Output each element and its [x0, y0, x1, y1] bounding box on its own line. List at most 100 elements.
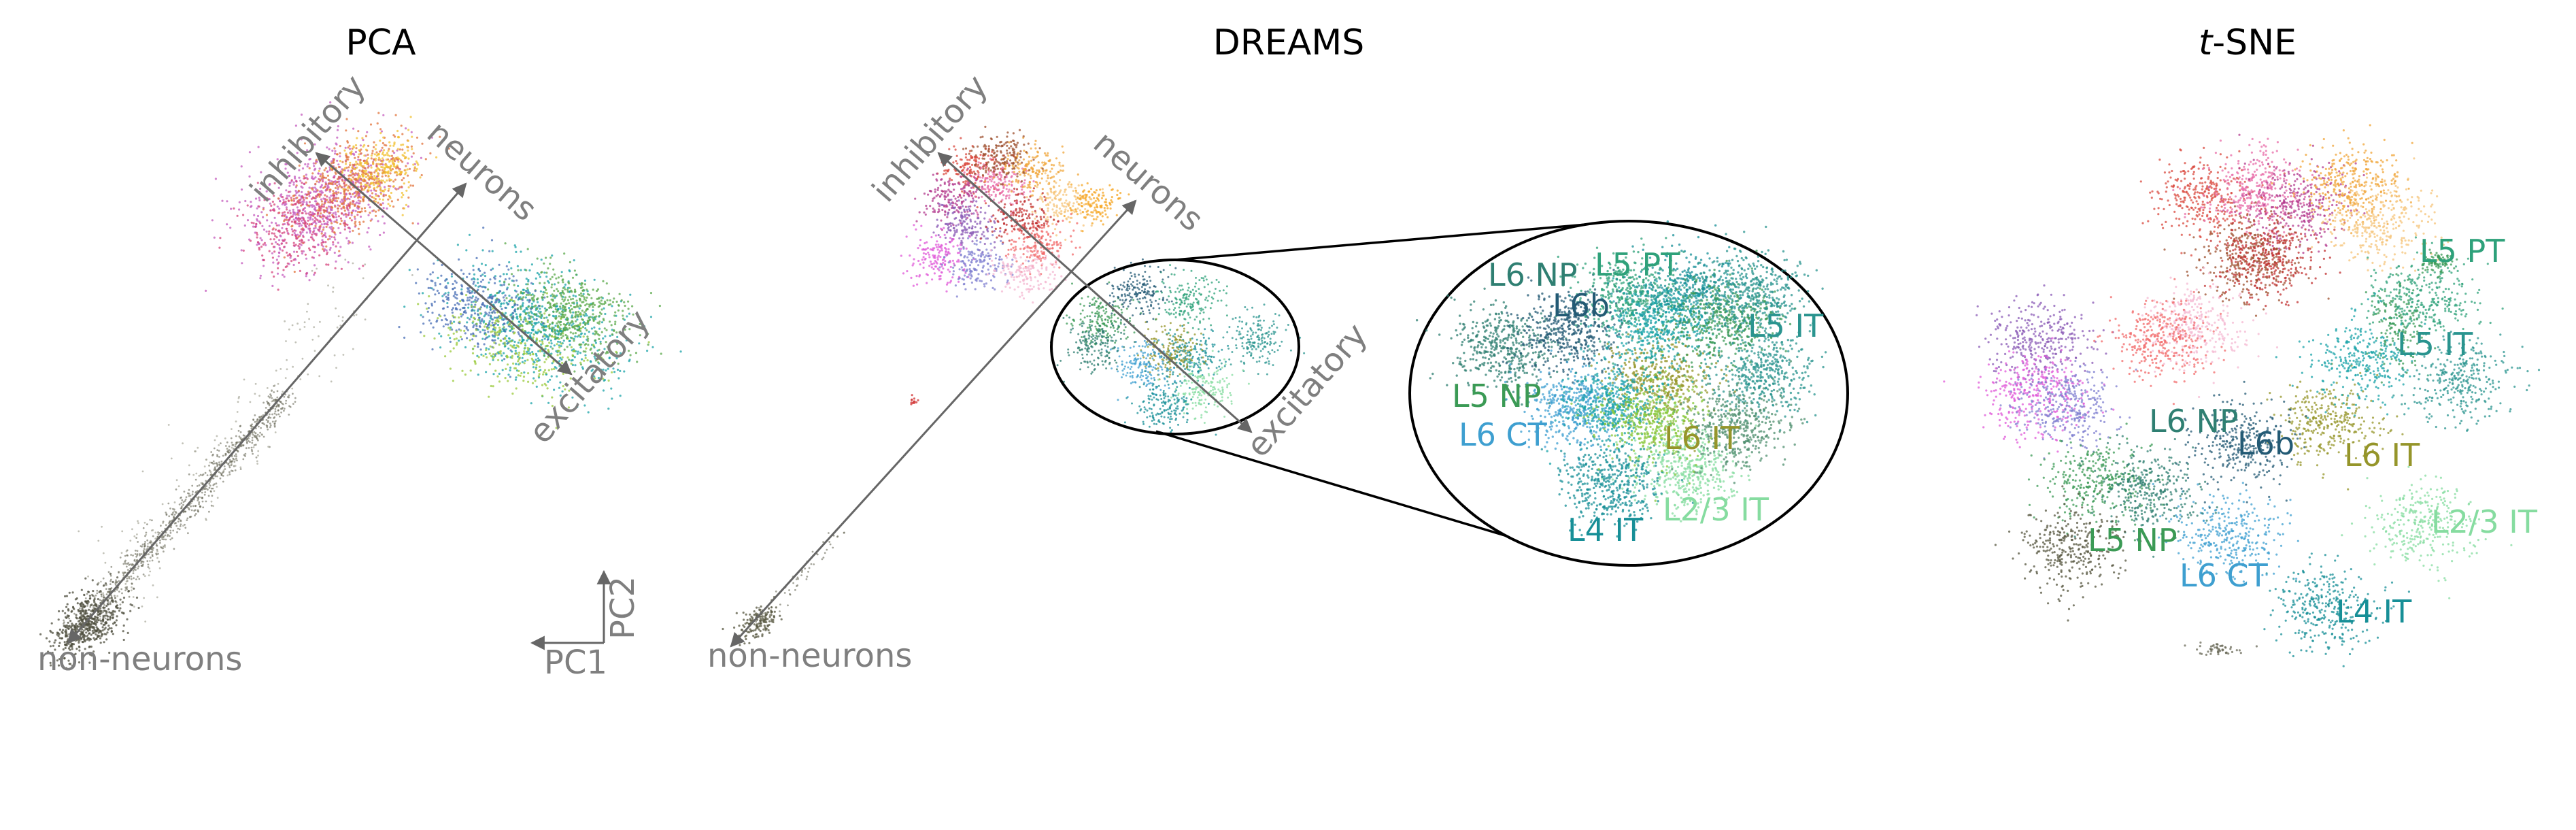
scatter-point: [370, 173, 372, 176]
scatter-point: [382, 176, 384, 178]
scatter-point: [320, 175, 322, 177]
scatter-point: [441, 295, 443, 297]
scatter-point: [315, 162, 317, 164]
scatter-point: [293, 229, 295, 231]
scatter-point: [557, 341, 559, 343]
scatter-point: [294, 212, 296, 214]
scatter-point: [551, 376, 553, 378]
scatter-point: [397, 199, 399, 201]
scatter-point: [305, 201, 307, 203]
scatter-point: [290, 197, 292, 199]
scatter-point: [341, 203, 343, 205]
scatter-point: [373, 171, 375, 173]
scatter-point: [358, 228, 360, 230]
scatter-point: [356, 137, 358, 139]
scatter-point: [316, 203, 318, 205]
scatter-point: [405, 127, 407, 129]
scatter-point: [368, 246, 370, 248]
scatter-point: [341, 268, 343, 270]
scatter-point: [314, 272, 316, 274]
scatter-point: [558, 360, 560, 362]
scatter-point: [318, 173, 320, 175]
scatter-point: [311, 172, 313, 174]
scatter-point: [340, 192, 342, 194]
scatter-point: [377, 167, 379, 169]
scatter-point: [362, 165, 365, 167]
scatter-point: [379, 159, 382, 161]
scatter-point: [335, 267, 337, 269]
scatter-point: [328, 188, 331, 190]
scatter-point: [388, 188, 390, 190]
scatter-point: [226, 200, 228, 202]
scatter-point: [359, 223, 361, 225]
scatter-point: [334, 150, 336, 152]
scatter-point: [360, 164, 362, 166]
scatter-point: [528, 331, 530, 333]
scatter-point: [336, 200, 338, 202]
scatter-point: [318, 178, 320, 180]
scatter-point: [320, 212, 322, 214]
scatter-point: [260, 211, 262, 213]
scatter-point: [288, 219, 290, 221]
scatter-point: [384, 168, 386, 170]
scatter-point: [247, 219, 249, 221]
scatter-point: [407, 205, 409, 208]
scatter-point: [375, 144, 377, 146]
scatter-point: [299, 231, 301, 233]
scatter-point: [414, 166, 416, 168]
scatter-point: [258, 146, 260, 148]
scatter-point: [389, 159, 391, 161]
scatter-point: [515, 251, 517, 253]
scatter-point: [411, 131, 413, 133]
scatter-point: [317, 189, 319, 191]
scatter-point: [362, 265, 364, 267]
scatter-point: [327, 175, 329, 177]
scatter-point: [282, 202, 284, 204]
scatter-point: [515, 350, 517, 352]
scatter-point: [305, 225, 307, 227]
scatter-point: [384, 181, 386, 183]
scatter-point: [397, 148, 399, 150]
scatter-point: [349, 162, 351, 164]
scatter-point: [343, 196, 345, 198]
scatter-point: [288, 223, 290, 225]
scatter-point: [262, 216, 264, 218]
scatter-point: [365, 184, 367, 186]
scatter-point: [362, 175, 365, 177]
scatter-point: [341, 161, 343, 163]
scatter-point: [386, 180, 388, 182]
scatter-point: [371, 182, 373, 184]
scatter-point: [388, 203, 390, 205]
scatter-point: [262, 208, 265, 210]
scatter-point: [309, 249, 311, 251]
scatter-point: [315, 222, 317, 225]
scatter-point: [377, 178, 379, 180]
scatter-point: [327, 201, 329, 203]
scatter-point: [373, 210, 375, 212]
scatter-point: [393, 185, 395, 187]
scatter-point: [301, 196, 303, 198]
scatter-point: [571, 314, 573, 316]
scatter-point: [361, 170, 363, 172]
scatter-point: [377, 163, 379, 165]
scatter-point: [301, 250, 303, 252]
scatter-point: [310, 236, 312, 238]
scatter-point: [303, 208, 305, 210]
scatter-point: [367, 182, 369, 184]
scatter-point: [394, 179, 396, 181]
scatter-point: [359, 161, 361, 163]
scatter-point: [306, 193, 308, 195]
scatter-point: [313, 213, 316, 215]
scatter-point: [302, 229, 304, 231]
scatter-point: [296, 251, 298, 253]
scatter-point: [388, 185, 390, 187]
scatter-point: [331, 229, 333, 231]
scatter-point: [250, 239, 252, 242]
scatter-point: [309, 186, 311, 188]
scatter-point: [361, 137, 363, 139]
scatter-point: [530, 402, 532, 404]
scatter-point: [317, 194, 319, 196]
scatter-point: [492, 250, 494, 252]
scatter-point: [390, 172, 392, 174]
scatter-point: [324, 241, 326, 243]
